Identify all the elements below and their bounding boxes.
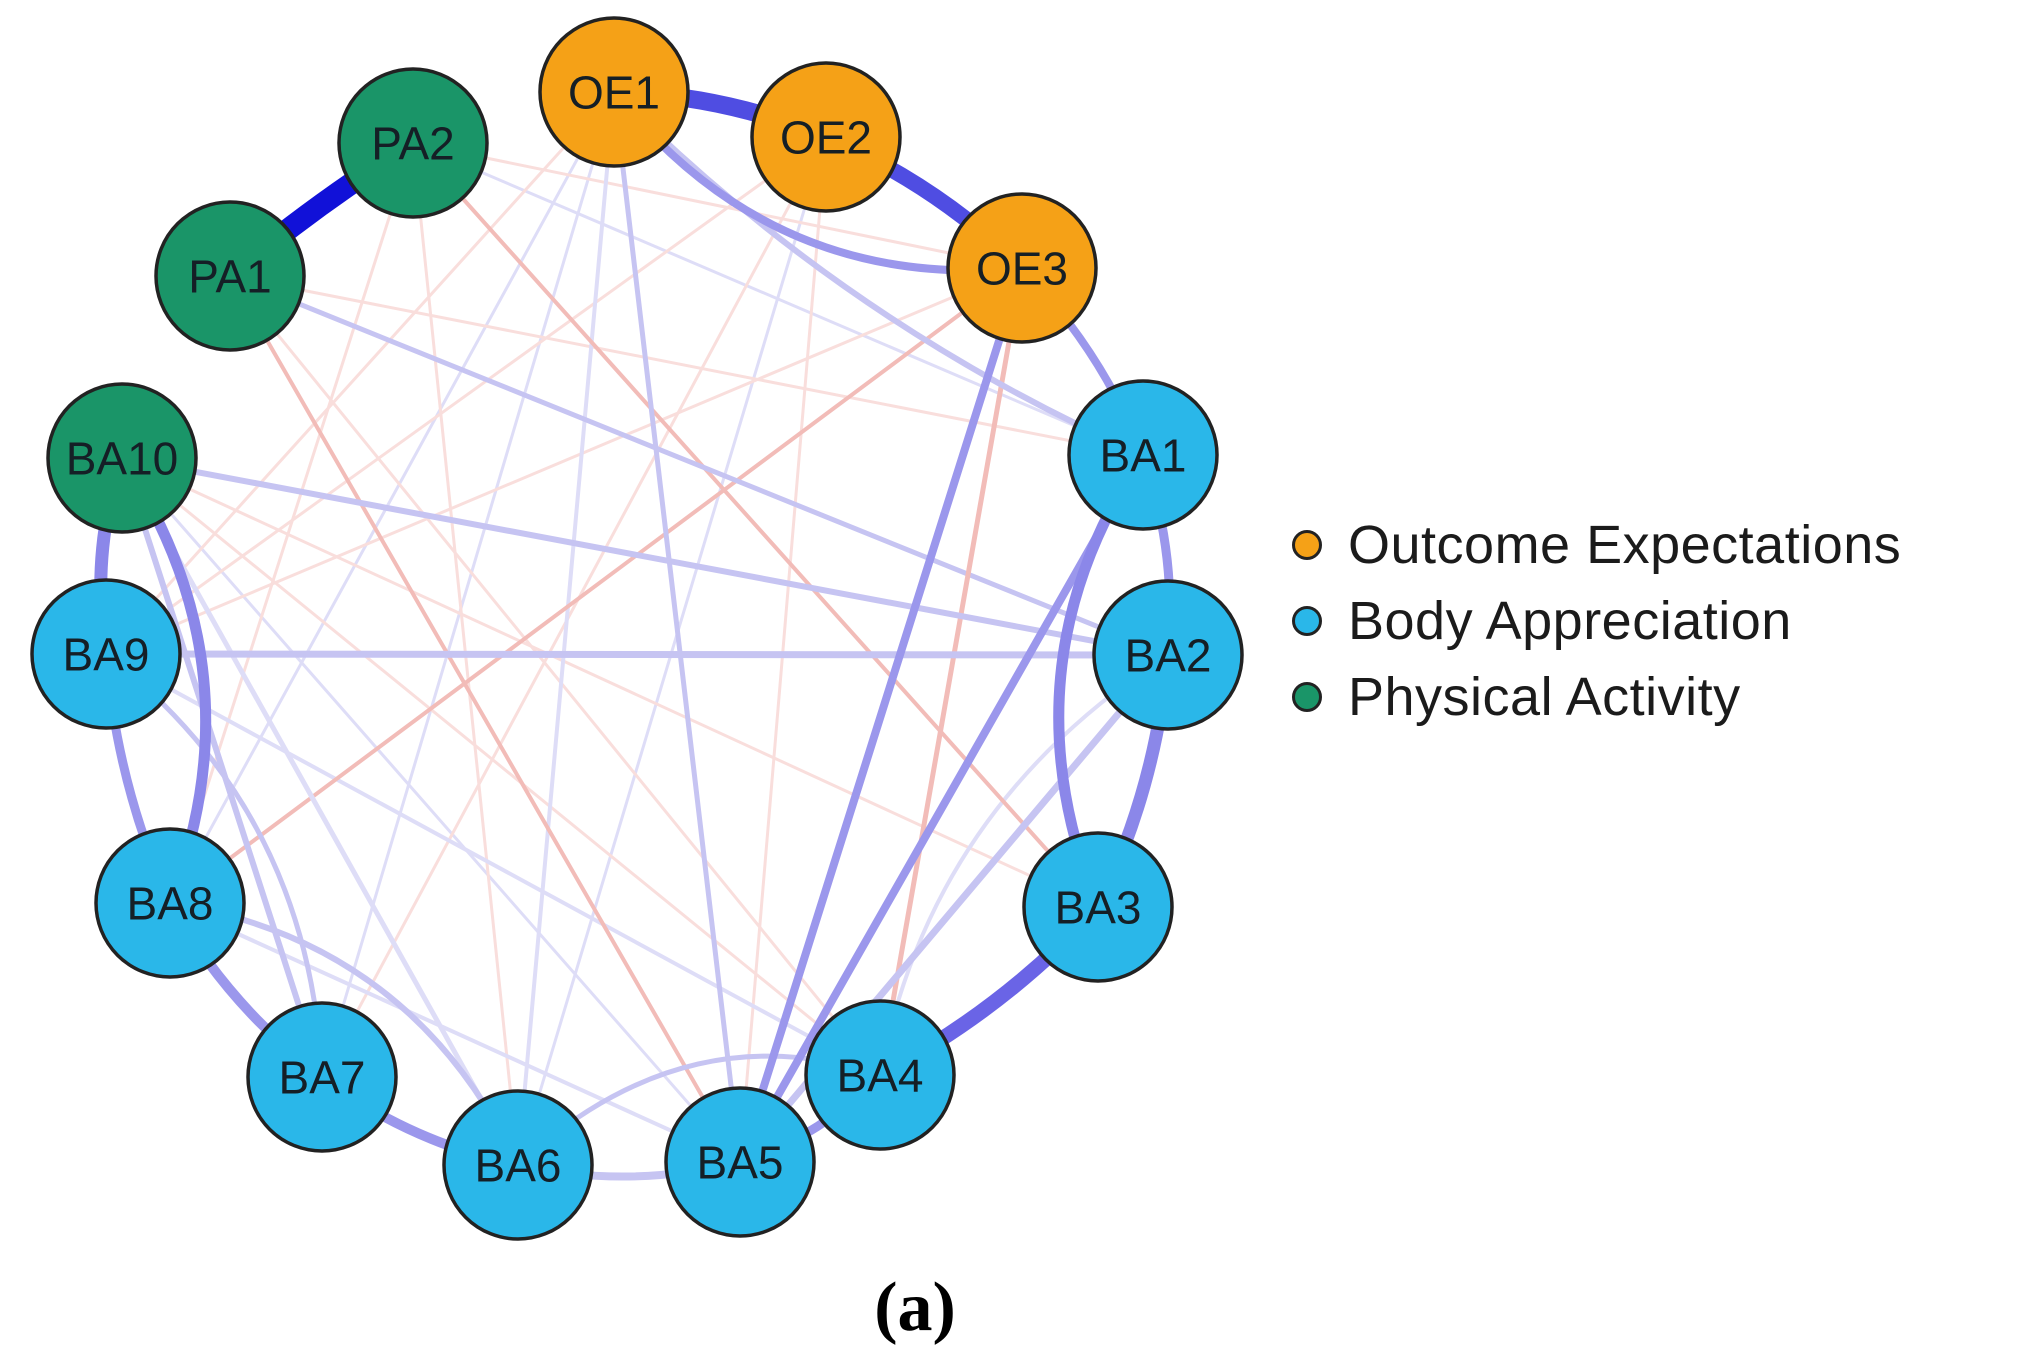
node-circle-OE1 (538, 16, 690, 168)
edge-PA2-BA1 (411, 141, 1145, 457)
edge-BA9-BA4 (104, 652, 882, 1077)
edge-BA8-BA5 (168, 901, 742, 1164)
edge-OE1-BA1 (611, 89, 1146, 458)
node-BA7: BA7 (246, 1001, 398, 1153)
node-label-BA4: BA4 (837, 1050, 924, 1102)
edge-OE1-BA8 (168, 90, 616, 905)
legend-item-body-appreciation: Body Appreciation (1292, 594, 1901, 648)
legend-item-outcome-expectations: Outcome Expectations (1292, 518, 1901, 572)
edge-OE1-BA5 (611, 89, 743, 1165)
node-circle-OE3 (946, 192, 1098, 344)
edge-PA1-BA2 (227, 273, 1171, 658)
node-label-BA6: BA6 (475, 1140, 562, 1192)
node-BA8: BA8 (94, 827, 246, 979)
node-circle-BA6 (442, 1089, 594, 1241)
figure-caption: (a) (874, 1269, 956, 1346)
edge-BA10-BA2 (119, 455, 1171, 658)
node-label-PA1: PA1 (188, 251, 272, 303)
legend-dot-blue-icon (1292, 606, 1322, 636)
edge-BA10-BA4 (120, 456, 882, 1077)
node-BA1: BA1 (1067, 379, 1219, 531)
node-BA6: BA6 (442, 1089, 594, 1241)
node-circle-BA1 (1067, 379, 1219, 531)
edge-OE3-BA4 (877, 265, 1025, 1078)
node-BA3: BA3 (1022, 831, 1174, 983)
node-OE3: OE3 (946, 192, 1098, 344)
node-BA10: BA10 (46, 382, 198, 534)
node-label-BA7: BA7 (279, 1052, 366, 1104)
edge-OE3-BA5 (736, 264, 1026, 1166)
edge-OE3-BA9 (104, 266, 1024, 656)
edge-OE2-BA6 (516, 135, 828, 1167)
node-circle-PA1 (154, 200, 306, 352)
node-label-BA5: BA5 (697, 1137, 784, 1189)
edge-BA10-BA7 (119, 455, 325, 1080)
edge-BA10-BA3 (120, 456, 1100, 909)
edge-OE1-BA7 (320, 90, 616, 1079)
node-PA2: PA2 (337, 67, 489, 219)
node-label-OE2: OE2 (780, 112, 872, 164)
node-BA2: BA2 (1092, 579, 1244, 731)
legend: Outcome Expectations Body Appreciation P… (1292, 518, 1901, 724)
legend-item-physical-activity: Physical Activity (1292, 670, 1901, 724)
node-circle-BA5 (664, 1086, 816, 1238)
node-OE1: OE1 (538, 16, 690, 168)
node-BA9: BA9 (30, 578, 182, 730)
node-label-BA10: BA10 (66, 433, 179, 485)
edge-BA9-BA2 (102, 650, 1172, 659)
node-label-OE1: OE1 (568, 67, 660, 119)
node-label-OE3: OE3 (976, 243, 1068, 295)
node-circle-PA2 (337, 67, 489, 219)
legend-label: Physical Activity (1348, 667, 1741, 727)
edge-OE1-BA6 (516, 90, 616, 1167)
node-label-BA8: BA8 (127, 878, 214, 930)
node-label-BA1: BA1 (1100, 430, 1187, 482)
legend-label: Body Appreciation (1348, 591, 1792, 651)
node-label-PA2: PA2 (371, 118, 455, 170)
node-PA1: PA1 (154, 200, 306, 352)
node-circle-BA8 (94, 827, 246, 979)
node-OE2: OE2 (750, 61, 902, 213)
edge-OE3-BA8 (168, 266, 1024, 905)
node-label-BA2: BA2 (1125, 630, 1212, 682)
node-circle-BA7 (246, 1001, 398, 1153)
edge-PA1-BA4 (228, 274, 882, 1077)
node-circle-BA9 (30, 578, 182, 730)
legend-dot-green-icon (1292, 682, 1322, 712)
edge-OE2-BA7 (320, 135, 828, 1079)
edge-PA1-BA5 (228, 274, 742, 1164)
node-circle-BA3 (1022, 831, 1174, 983)
node-BA4: BA4 (804, 999, 956, 1151)
node-circle-OE2 (750, 61, 902, 213)
edge-BA10-BA5 (120, 456, 742, 1164)
node-BA5: BA5 (664, 1086, 816, 1238)
node-circle-BA4 (804, 999, 956, 1151)
legend-label: Outcome Expectations (1348, 515, 1902, 575)
edge-BA2-BA5 (736, 651, 1172, 1166)
edge-PA2-BA3 (411, 141, 1100, 909)
node-circle-BA2 (1092, 579, 1244, 731)
legend-dot-orange-icon (1292, 530, 1322, 560)
edge-OE2-BA9 (104, 135, 828, 656)
node-circle-BA10 (46, 382, 198, 534)
edge-OE2-BA5 (738, 135, 828, 1164)
node-label-BA9: BA9 (63, 629, 150, 681)
node-label-BA3: BA3 (1055, 882, 1142, 934)
edge-PA2-OE3 (411, 141, 1024, 270)
